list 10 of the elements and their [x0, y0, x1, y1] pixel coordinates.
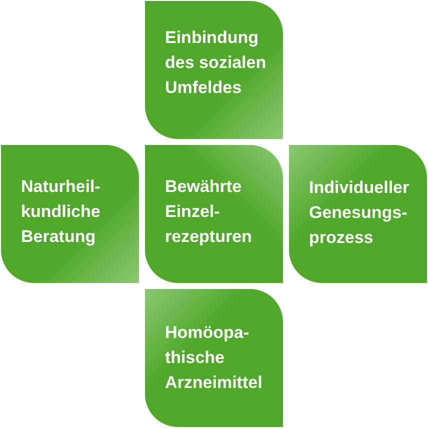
leaf-tile: [145, 1, 283, 139]
tile-text: Bewährte Einzel- rezepturen: [165, 176, 253, 248]
tile-text: Homöopa- thische Arzneimittel: [165, 322, 264, 394]
leaf-tile: [145, 289, 283, 427]
leaf-tile: [289, 145, 427, 283]
leaf-tile: [1, 145, 139, 283]
leaf-tile: [145, 145, 283, 283]
tile-text: Naturheil- kundliche Beratung: [21, 176, 102, 248]
tile-text: Einbindung des sozialen Umfeldes: [165, 27, 268, 99]
tile-text: Individueller Genesungs- prozess: [309, 177, 410, 249]
